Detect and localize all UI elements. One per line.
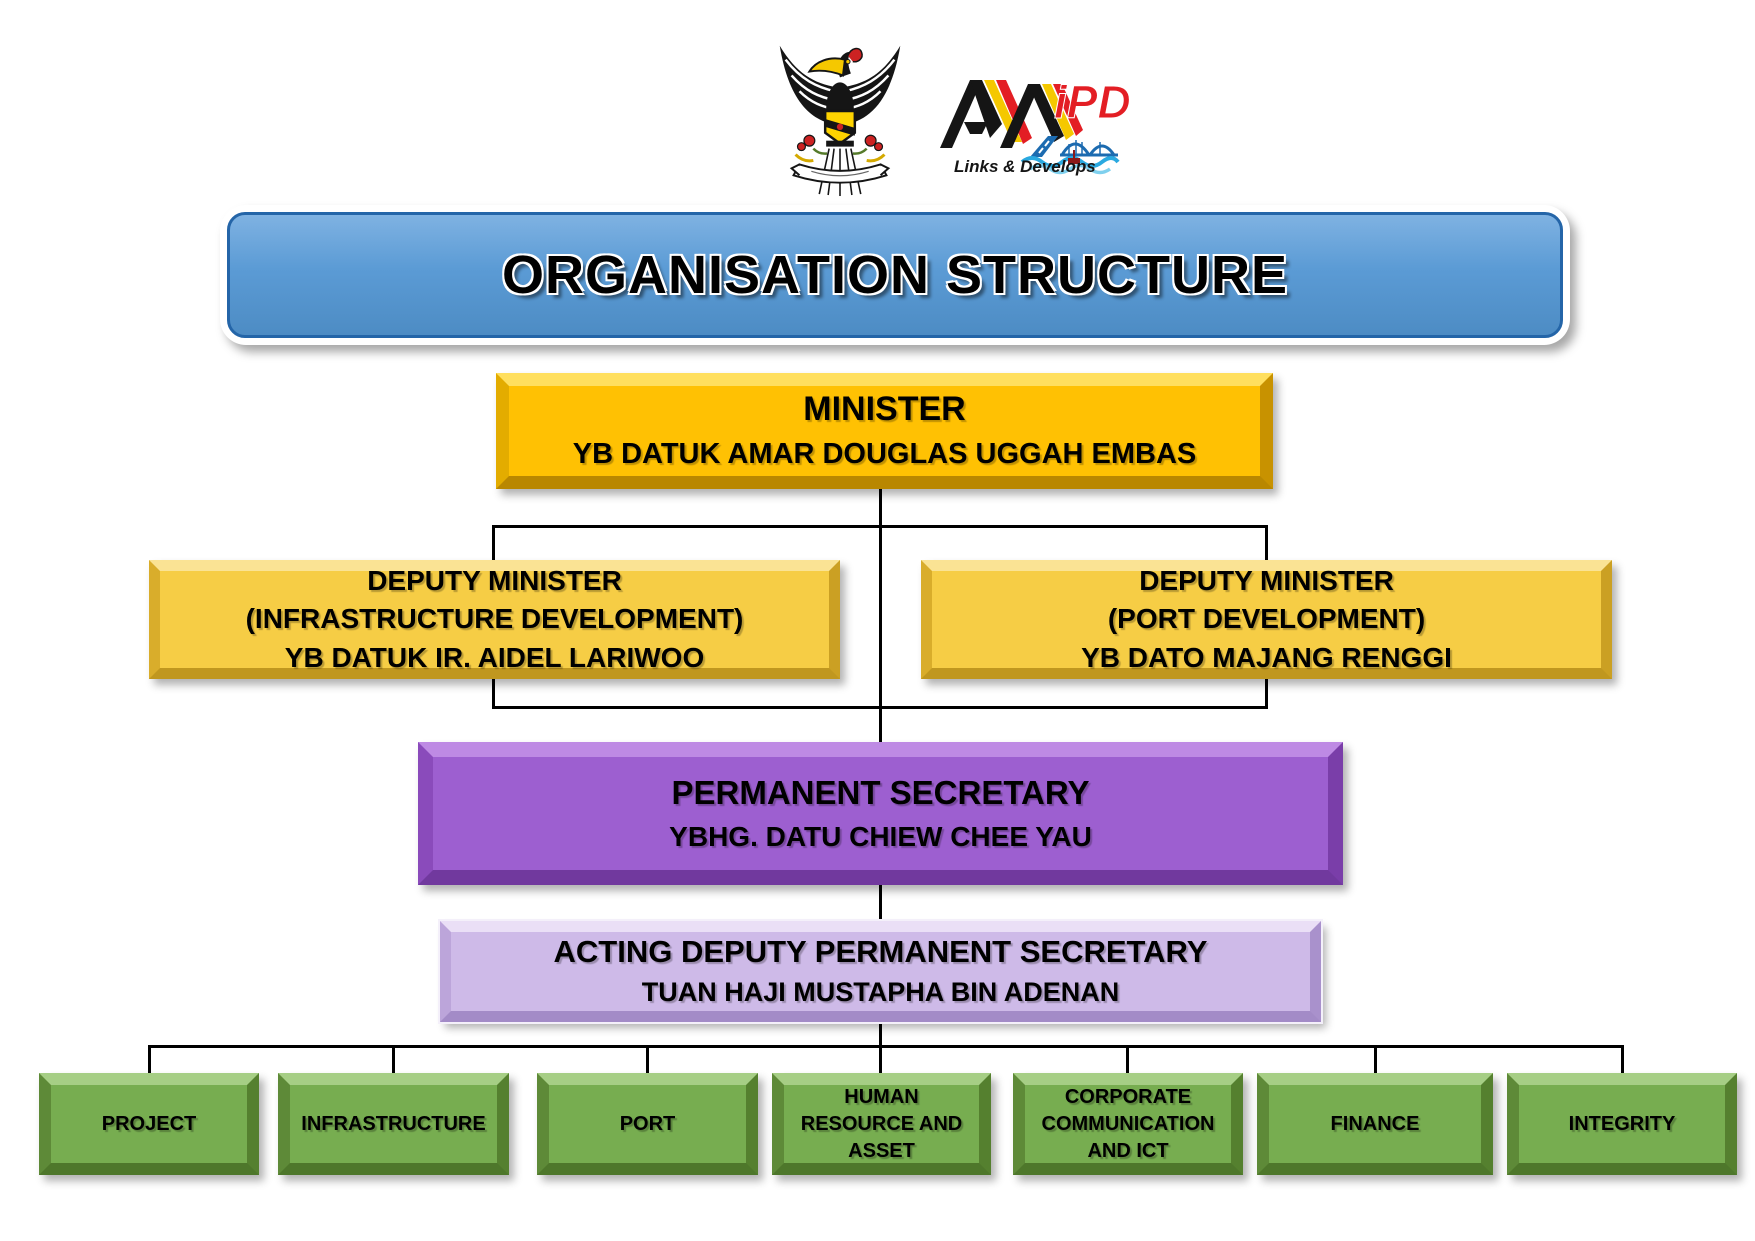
connector-line <box>492 525 1268 528</box>
connector-line <box>392 1045 395 1073</box>
division-box-integrity: INTEGRITY <box>1507 1073 1737 1175</box>
connector-line <box>492 525 495 560</box>
deputy-title: DEPUTY MINISTER <box>367 564 622 596</box>
connector-line <box>1374 1045 1377 1073</box>
division-label: INTEGRITY <box>1568 1112 1676 1135</box>
division-box-port: PORT <box>537 1073 758 1175</box>
connector-line <box>646 1045 649 1073</box>
division-label: PROJECT <box>101 1112 197 1135</box>
deputy-name: YB DATUK IR. AIDEL LARIWOO <box>284 641 705 673</box>
connector-line <box>879 489 882 742</box>
division-label: HUMAN RESOURCE AND ASSET <box>800 1085 963 1162</box>
flower-icon <box>794 134 886 163</box>
deputy-permanent-secretary-title: ACTING DEPUTY PERMANENT SECRETARY <box>553 933 1208 969</box>
connector-line <box>1621 1045 1624 1073</box>
connector-line <box>1126 1045 1129 1073</box>
mipd-tagline: Links & Develops <box>954 157 1096 176</box>
connector-line <box>492 706 1268 709</box>
division-label: FINANCE <box>1330 1112 1420 1135</box>
road-bridge-waves-icon <box>1020 136 1120 175</box>
mipd-logo: iPD Links & Develops <box>940 76 1130 176</box>
hornbill-wings-icon <box>779 45 901 125</box>
connector-line <box>879 885 882 921</box>
mipd-m-monogram-icon <box>940 80 1083 148</box>
permanent-secretary-box: PERMANENT SECRETARY YBHG. DATU CHIEW CHE… <box>418 742 1343 885</box>
division-box-corporate-communication-and-ict: CORPORATE COMMUNICATION AND ICT <box>1013 1073 1243 1175</box>
minister-box: MINISTER YB DATUK AMAR DOUGLAS UGGAH EMB… <box>496 373 1273 489</box>
permanent-secretary-name: YBHG. DATU CHIEW CHEE YAU <box>669 820 1092 852</box>
minister-title: MINISTER <box>803 389 966 428</box>
mipd-wordmark: iPD <box>1054 76 1130 128</box>
sarawak-crest-logo <box>779 45 901 197</box>
scroll-banner-icon <box>789 163 891 184</box>
shield-icon <box>823 109 857 146</box>
page-title: ORGANISATION STRUCTURE <box>502 245 1288 305</box>
deputy-permanent-secretary-name: TUAN HAJI MUSTAPHA BIN ADENAN <box>641 977 1120 1008</box>
header-logos: iPD Links & Develops <box>0 0 1755 210</box>
minister-name: YB DATUK AMAR DOUGLAS UGGAH EMBAS <box>572 438 1197 471</box>
division-box-project: PROJECT <box>39 1073 259 1175</box>
division-box-finance: FINANCE <box>1257 1073 1493 1175</box>
deputy-portfolio: (PORT DEVELOPMENT) <box>1107 603 1426 635</box>
connector-line <box>1265 525 1268 560</box>
connector-line <box>148 1045 1624 1048</box>
deputy-minister-port-box: DEPUTY MINISTER (PORT DEVELOPMENT) YB DA… <box>921 560 1612 679</box>
permanent-secretary-title: PERMANENT SECRETARY <box>671 773 1090 811</box>
deputy-minister-infrastructure-box: DEPUTY MINISTER (INFRASTRUCTURE DEVELOPM… <box>149 560 840 679</box>
division-label: PORT <box>619 1112 676 1135</box>
tail-feathers-icon <box>818 140 862 197</box>
connector-line <box>1265 679 1268 708</box>
connector-line <box>148 1045 151 1073</box>
division-label: CORPORATE COMMUNICATION AND ICT <box>1041 1085 1215 1162</box>
deputy-title: DEPUTY MINISTER <box>1139 564 1394 596</box>
deputy-portfolio: (INFRASTRUCTURE DEVELOPMENT) <box>245 603 744 635</box>
deputy-name: YB DATO MAJANG RENGGI <box>1081 641 1452 673</box>
title-banner: ORGANISATION STRUCTURE <box>220 205 1570 345</box>
deputy-permanent-secretary-box: ACTING DEPUTY PERMANENT SECRETARY TUAN H… <box>440 921 1321 1022</box>
title-banner-inner: ORGANISATION STRUCTURE <box>227 212 1563 338</box>
division-box-human-resource-and-asset: HUMAN RESOURCE AND ASSET <box>772 1073 991 1175</box>
division-label: INFRASTRUCTURE <box>301 1112 486 1135</box>
division-box-infrastructure: INFRASTRUCTURE <box>278 1073 509 1175</box>
connector-line <box>492 679 495 708</box>
